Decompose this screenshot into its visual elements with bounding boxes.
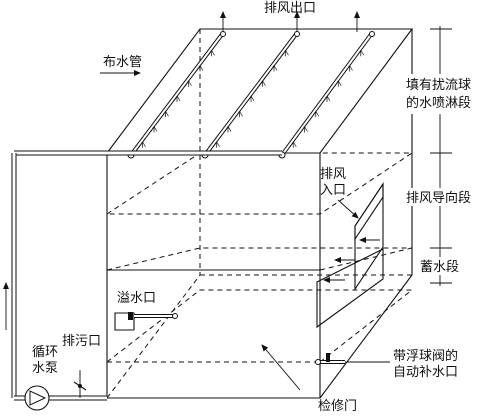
section-boundaries [106,152,414,363]
label-drain-port: 排污口 [62,334,101,349]
drain-valve-icon [73,370,87,398]
tank-top-face [105,28,414,154]
label-circulation-pump-line2: 水泵 [32,361,58,376]
spray-nozzle-icon [270,65,278,72]
spray-nozzle-icon [150,126,158,133]
access-door-arrow [261,344,301,391]
spray-nozzle-icon [173,95,181,102]
tank-outline [105,28,414,399]
label-water-distribution-pipe: 布水管 [103,55,142,70]
spray-nozzle-icon [224,126,232,133]
exhaust-inlet-window [354,182,384,291]
label-float-valve-line1: 带浮球阀的 [393,348,458,364]
access-door-window [316,248,384,329]
spray-nozzle-icon [185,80,192,87]
spray-nozzle-icon [139,141,146,148]
water-distribution-pipes [14,31,375,159]
overflow-pipe [114,312,178,331]
section-dimension-bar [430,26,452,286]
tank-right-bottom-edge [319,274,413,399]
spray-nozzle-icon [236,111,243,118]
spray-nozzle-icon [196,65,204,72]
spray-nozzle-icon [208,50,215,57]
label-exhaust-inlet-line2: 入口 [320,183,346,198]
label-exhaust-guide-section: 排风导向段 [406,190,471,206]
float-valve-inlet [315,353,390,365]
spray-nozzle-icon [213,141,220,148]
label-circulation-pump-line1: 循环 [32,345,58,360]
circulation-pump-icon [24,385,50,411]
pipe-1 [127,31,226,159]
label-spray-section-line1: 填有扰流球 [406,78,471,93]
label-access-door: 检修门 [318,399,357,414]
airflow-arrows [323,199,380,283]
spray-nozzle-icon [289,141,297,148]
label-exhaust-inlet-line1: 排风 [320,167,346,182]
spray-nozzle-icon [247,95,255,102]
label-water-storage-section: 蓄水段 [420,260,459,275]
spray-nozzles [139,50,365,148]
spray-nozzle-icon [282,50,289,57]
pipe-2 [201,31,300,159]
spray-nozzle-icon [259,80,266,87]
spray-nozzle-icon [312,111,320,118]
spray-nozzle-icon [323,95,331,102]
label-exhaust-outlet: 排风出口 [264,1,316,16]
spray-nozzle-icon [357,50,365,57]
spray-nozzle-icon [162,111,169,118]
label-float-valve-line2: 自动补水口 [393,365,458,380]
spray-nozzle-icon [346,65,353,72]
label-overflow-port: 溢水口 [117,291,156,306]
label-spray-section-line2: 的水喷淋段 [406,95,471,111]
spray-nozzle-icon [334,80,342,87]
pipe-3 [278,31,375,159]
spray-nozzle-icon [301,126,308,133]
exhaust-arrows [220,11,360,32]
